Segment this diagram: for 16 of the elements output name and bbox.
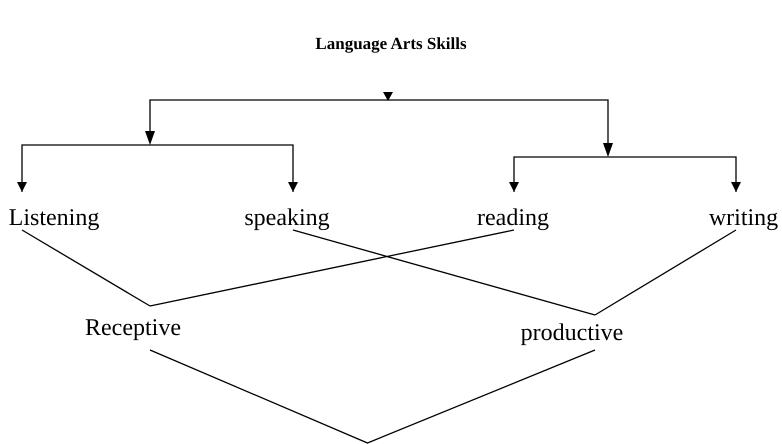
node-label: speaking [244, 206, 330, 230]
connector-line [22, 229, 150, 307]
node-label: reading [477, 206, 549, 230]
node-label: Listening [8, 206, 100, 230]
arrow [509, 156, 608, 192]
node-label: writing [708, 206, 778, 230]
node-label: Receptive [85, 316, 181, 340]
arrow [17, 144, 150, 192]
connector-line [292, 229, 596, 316]
connector-line [594, 229, 736, 316]
diagram-title: Language Arts Skills [315, 34, 467, 53]
connector-line [150, 229, 514, 307]
connector-line [150, 349, 596, 444]
arrow [150, 144, 298, 192]
arrow [608, 156, 741, 192]
node-label: productive [520, 320, 624, 344]
